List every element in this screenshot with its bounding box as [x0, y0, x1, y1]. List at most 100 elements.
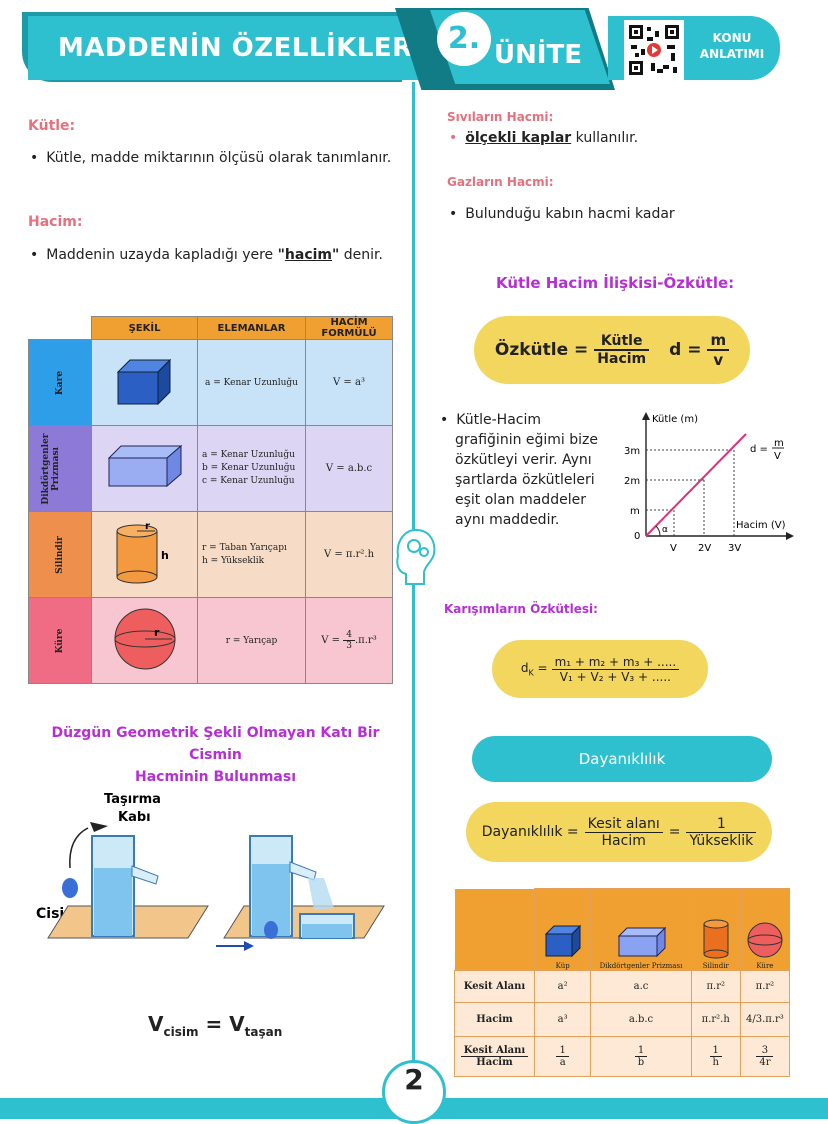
graph-d-m: m: [774, 438, 784, 449]
v-cisim-eq-v-tasan: Vcisim = Vtaşan: [148, 1012, 282, 1039]
sivi-text: •ölçekli kaplar kullanılır.: [449, 130, 639, 146]
karisim-formula: dK = m₁ + m₂ + m₃ + .....V₁ + V₂ + V₃ + …: [492, 640, 708, 698]
row-label-prizma-text: Dikdörtgenler Prizması: [41, 432, 61, 505]
row-label-kare: Kare: [28, 339, 92, 426]
table-row: Dikdörtgenler Prizması a = Kenar Uzunluğ…: [28, 425, 393, 512]
dur-cell: π.r²: [739, 970, 791, 1003]
dur-shape-kup: Küp: [533, 888, 592, 971]
dur-shape-label: Dikdörtgenler Prizması: [599, 962, 683, 970]
row-label-kure-text: Küre: [55, 628, 65, 653]
sphere-figure: r: [91, 597, 198, 684]
irregular-title: Düzgün Geometrik Şekli Olmayan Katı Bir …: [28, 722, 403, 788]
cube-figure: [91, 339, 198, 426]
graph-xtick-2v: 2V: [698, 543, 711, 554]
karisim-d: d: [520, 660, 529, 675]
dur-label-n: Kesit Alanı: [460, 1045, 529, 1057]
konu-anlatimi: KONU ANLATIMI: [692, 30, 772, 62]
dur-n: 1: [709, 1045, 722, 1057]
dur-shape-label: Küre: [756, 962, 774, 970]
row-elements: a = Kenar Uzunluğu: [197, 339, 306, 426]
graph-text-6: aynı maddedir.: [455, 512, 560, 528]
prism-figure: [91, 425, 198, 512]
kure-f-num: 4: [343, 630, 355, 641]
graph-ytick-0: 0: [634, 531, 640, 542]
brain-head-icon: [396, 528, 436, 585]
hacim-word: hacim: [284, 247, 333, 263]
hacim-pre: Maddenin uzayda kapladığı yere: [46, 247, 278, 263]
dayaniklilik-pill: Dayanıklılık: [472, 736, 772, 782]
row-elements: a = Kenar Uzunluğu b = Kenar Uzunluğu c …: [197, 425, 306, 512]
row-label-kure: Küre: [28, 597, 92, 684]
ozkutle-label: Özkütle =: [494, 340, 589, 360]
qr-code[interactable]: [624, 20, 684, 80]
dur-shape-label: Silindir: [702, 962, 729, 970]
sphere-r-label: r: [154, 626, 160, 639]
kutle-text: Kütle, madde miktarının ölçüsü olarak ta…: [30, 150, 391, 166]
row-label-prizma: Dikdörtgenler Prizması: [28, 425, 92, 512]
tasirma-label-1: Taşırma: [104, 792, 161, 807]
sivi-heading: Sıvıların Hacmi:: [447, 110, 554, 124]
dur-shape-kure: Küre: [739, 888, 791, 971]
karisim-k: K: [528, 668, 534, 678]
hacim-heading: Hacim:: [28, 214, 83, 230]
row-label-silindir-text: Silindir: [55, 535, 65, 574]
dur-row: Hacim a³ a.b.c π.r².h 4/3.π.r³: [454, 1002, 791, 1037]
d-label: d =: [669, 340, 702, 360]
graph-text-3: özkütleyi verir. Aynı: [455, 452, 592, 468]
dur-d: b: [637, 1057, 645, 1068]
kutle-heading: Kütle:: [28, 118, 76, 134]
row-elements: r = Taban Yarıçapı h = Yükseklik: [197, 511, 306, 598]
day-label: Dayanıklılık =: [481, 824, 579, 840]
page-number: 2: [382, 1060, 446, 1124]
prizma-el-b: b = Kenar Uzunluğu: [202, 463, 296, 473]
overflow-can-illustration: Taşırma Kabı Cisim: [36, 792, 385, 951]
hacim-post: denir.: [339, 247, 383, 263]
karisim-heading: Karışımların Özkütlesi:: [444, 602, 598, 616]
row-formula: V = a.b.c: [305, 425, 393, 512]
durability-table: Küp Dikdörtgenler Prizması Silindir Küre…: [454, 888, 791, 1077]
v-sub-tasan: taşan: [244, 1025, 283, 1039]
table-row: Kare a = Kenar Uzunluğu V = a³: [28, 339, 393, 426]
header-banner: [28, 16, 448, 80]
graph-line: [645, 433, 747, 537]
unit-number: 2.: [437, 12, 491, 66]
dur-cell: a³: [533, 1002, 592, 1037]
th-sekil: ŞEKİL: [91, 316, 198, 340]
graph-d-v: V: [774, 451, 781, 462]
cyl-h-label: h: [161, 549, 169, 562]
dur-cell: a.b.c: [590, 1002, 692, 1037]
graph-ylabel: Kütle (m): [652, 414, 698, 425]
gaz-text-body: Bulunduğu kabın hacmi kadar: [465, 206, 675, 222]
kure-f-pre: V =: [321, 635, 344, 646]
dur-cell: π.r²: [690, 970, 741, 1003]
silindir-el-r: r = Taban Yarıçapı: [202, 542, 287, 553]
row-label-kare-text: Kare: [55, 370, 65, 395]
day-eq2: =: [668, 824, 681, 840]
graph-ytick-2m: 2m: [624, 476, 640, 487]
dur-shape-prizma: Dikdörtgenler Prizması: [590, 888, 692, 971]
dur-shape-silindir: Silindir: [690, 888, 741, 971]
graph-xlabel: Hacim (V): [736, 520, 786, 531]
graph-text: Kütle-Hacim grafiğinin eğimi bize özkütl…: [440, 410, 610, 530]
day-den2: Yükseklik: [689, 832, 754, 849]
cyl-r-label: r: [145, 521, 150, 532]
dur-cell: π.r².h: [690, 1002, 741, 1037]
konu-label: KONU: [712, 31, 752, 45]
dur-corner: [455, 889, 535, 971]
day-den: Hacim: [601, 832, 646, 849]
ozkutle-heading: Kütle Hacim İlişkisi-Özkütle:: [496, 274, 735, 292]
dur-shape-label: Küp: [555, 962, 570, 970]
hacim-quote-open: ": [277, 247, 285, 263]
graph-xtick-v: V: [670, 543, 677, 554]
dur-cell: 4/3.π.r³: [739, 1002, 791, 1037]
tasirma-label-2: Kabı: [118, 810, 151, 825]
